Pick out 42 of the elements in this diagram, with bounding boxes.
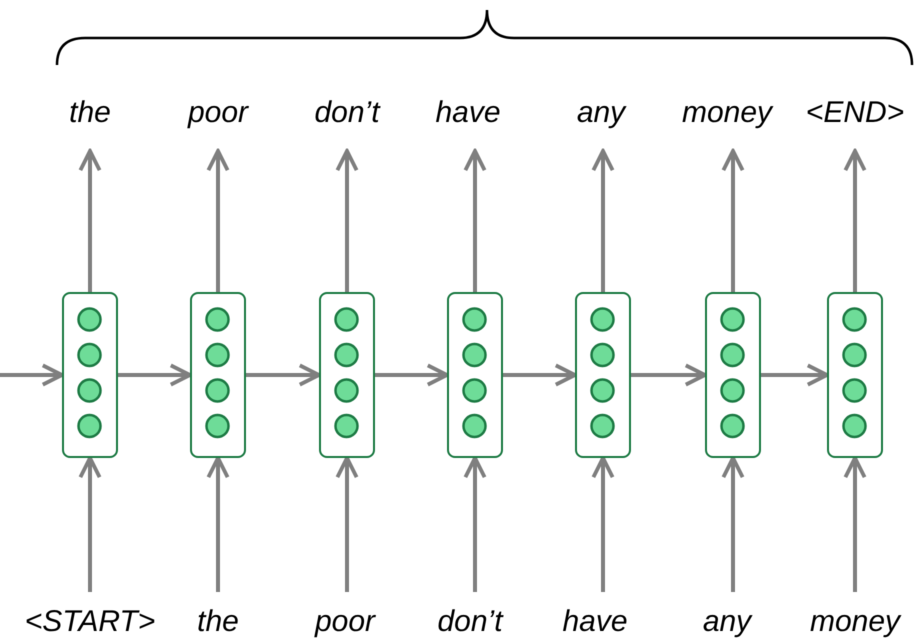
arrow xyxy=(118,363,192,387)
rnn-cell xyxy=(62,292,118,458)
arrow xyxy=(206,149,230,292)
rnn-cell xyxy=(319,292,375,458)
word-label: <START> xyxy=(24,604,156,640)
word-label: poor xyxy=(188,95,248,131)
arrow xyxy=(503,363,577,387)
arrow xyxy=(78,149,102,292)
word-label: money xyxy=(810,604,900,640)
word-label: have xyxy=(562,604,628,640)
word-label: <END> xyxy=(806,95,904,131)
word-label: money xyxy=(682,95,772,131)
word-label: any xyxy=(576,95,626,131)
arrow xyxy=(335,149,359,292)
word-label: poor xyxy=(314,604,376,640)
rnn-cell xyxy=(705,292,761,458)
word-label: the xyxy=(197,604,239,640)
arrow xyxy=(463,149,487,292)
word-label: any xyxy=(702,604,752,640)
rnn-cell xyxy=(447,292,503,458)
arrow xyxy=(0,363,64,387)
arrow xyxy=(721,456,745,592)
rnn-cell xyxy=(190,292,246,458)
word-label: have xyxy=(435,95,501,131)
arrow xyxy=(375,363,449,387)
arrow xyxy=(843,149,867,292)
rnn-cell xyxy=(575,292,631,458)
arrow xyxy=(335,456,359,592)
arrow xyxy=(591,456,615,592)
arrow xyxy=(463,456,487,592)
arrow xyxy=(721,149,745,292)
arrow xyxy=(591,149,615,292)
word-label: the xyxy=(69,95,111,131)
arrow xyxy=(246,363,321,387)
arrow xyxy=(78,456,102,592)
arrow xyxy=(206,456,230,592)
arrow xyxy=(631,363,707,387)
arrow xyxy=(843,456,867,592)
word-label: don’t xyxy=(437,604,503,640)
arrow xyxy=(761,363,829,387)
word-label: don’t xyxy=(314,95,380,131)
rnn-cell xyxy=(827,292,883,458)
